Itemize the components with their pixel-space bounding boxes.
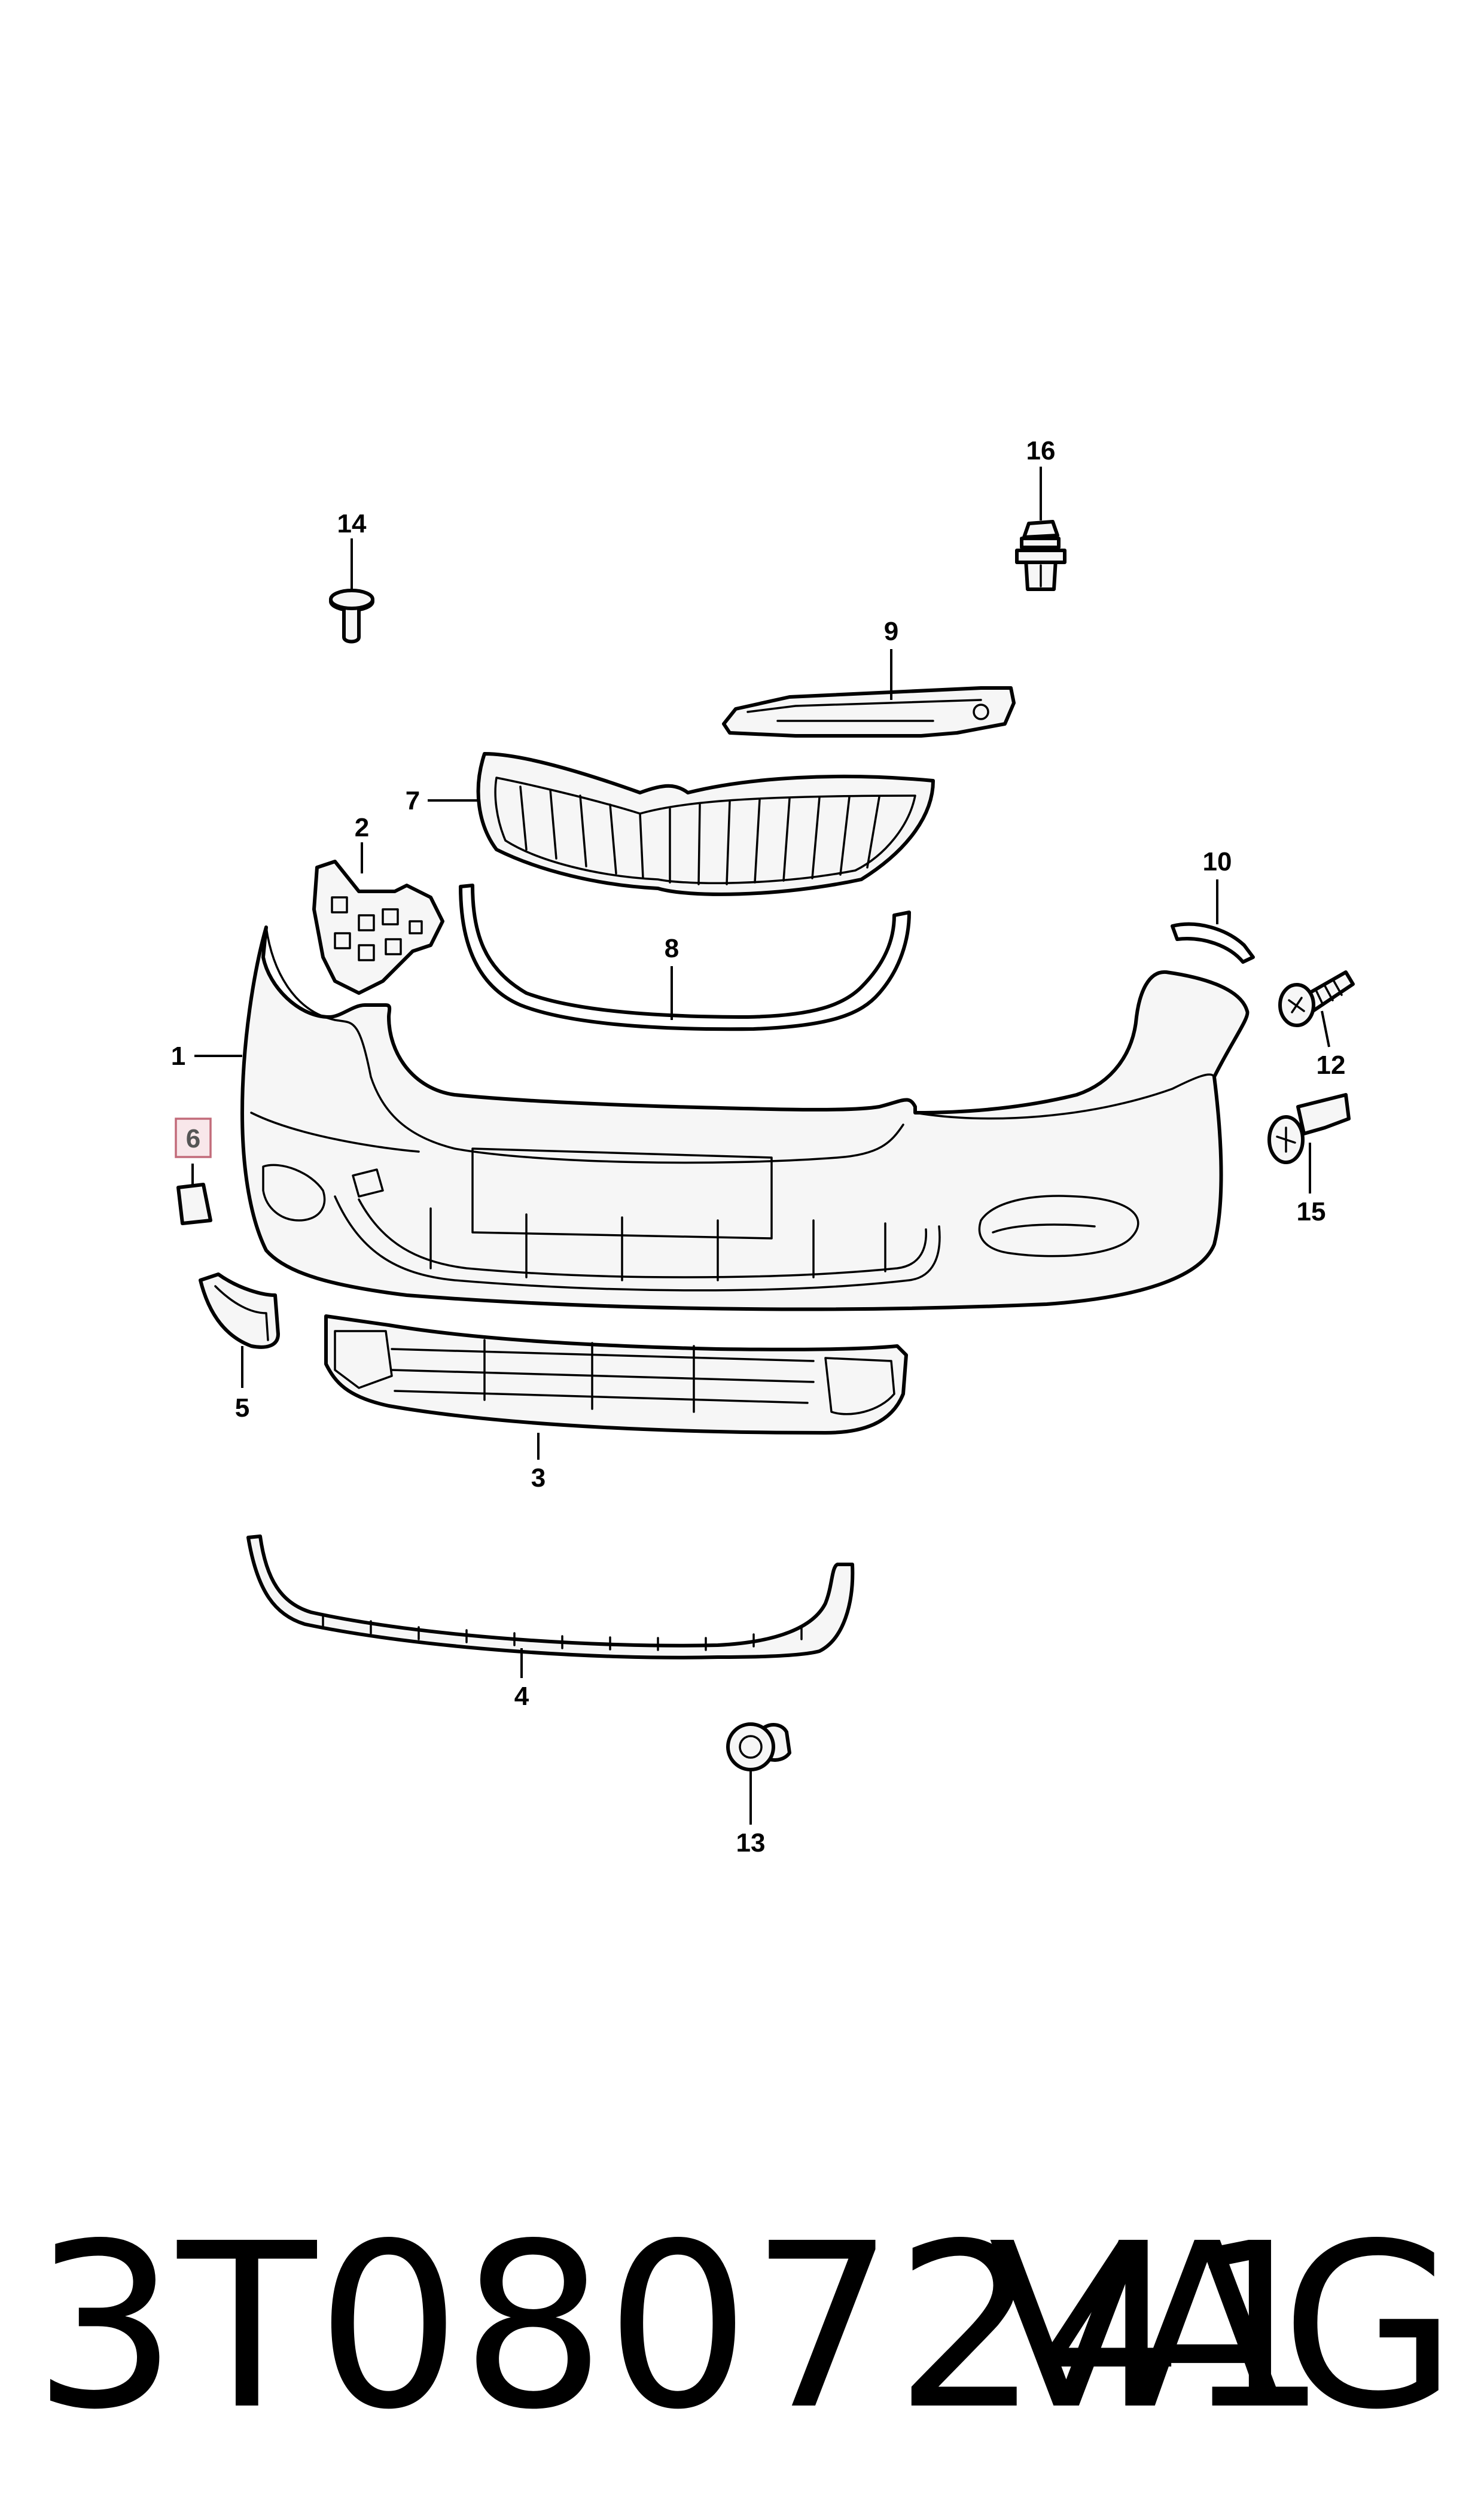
part-tow-hook-cap [176,1183,212,1225]
brand-name: VAG [988,2194,1457,2459]
part-bracket-left [312,860,444,995]
fastener-16-clip [1015,520,1066,591]
callout-13: 13 [736,1828,766,1858]
callout-14: 14 [337,509,367,538]
part-upper-bracket [722,686,1016,738]
callout-9: 9 [884,617,898,646]
callout-10: 10 [1203,847,1232,876]
callout-15: 15 [1297,1197,1326,1226]
fastener-14-rivet [329,589,374,644]
callout-8: 8 [665,934,679,963]
fastener-13-screw [726,1722,791,1771]
callout-6-highlight [175,1118,212,1158]
callout-3: 3 [531,1463,546,1493]
callout-1: 1 [171,1042,185,1071]
part-corner-trim [1171,922,1255,964]
callout-12: 12 [1317,1051,1346,1080]
leader-lines [191,467,1330,1825]
part-fog-lamp-cover [199,1272,280,1349]
part-lower-grille [324,1314,908,1435]
fastener-12-bolt [1278,970,1355,1027]
part-bumper-cover [240,925,1250,1311]
callout-4: 4 [514,1682,529,1711]
fastener-15-clip [1267,1093,1351,1164]
callout-labels: 1 2 3 4 5 6 7 8 9 10 12 13 14 15 16 [171,436,1346,1858]
part-grille-trim [459,884,911,1031]
part-number: 3T0807241 [33,2194,1329,2459]
part-radiator-grille [476,752,935,896]
callout-2: 2 [355,813,369,842]
part-spoiler-lip [246,1534,855,1660]
callout-16: 16 [1026,436,1056,465]
callout-6: 6 [186,1124,200,1153]
callout-5: 5 [235,1393,249,1423]
callout-7: 7 [406,786,420,815]
